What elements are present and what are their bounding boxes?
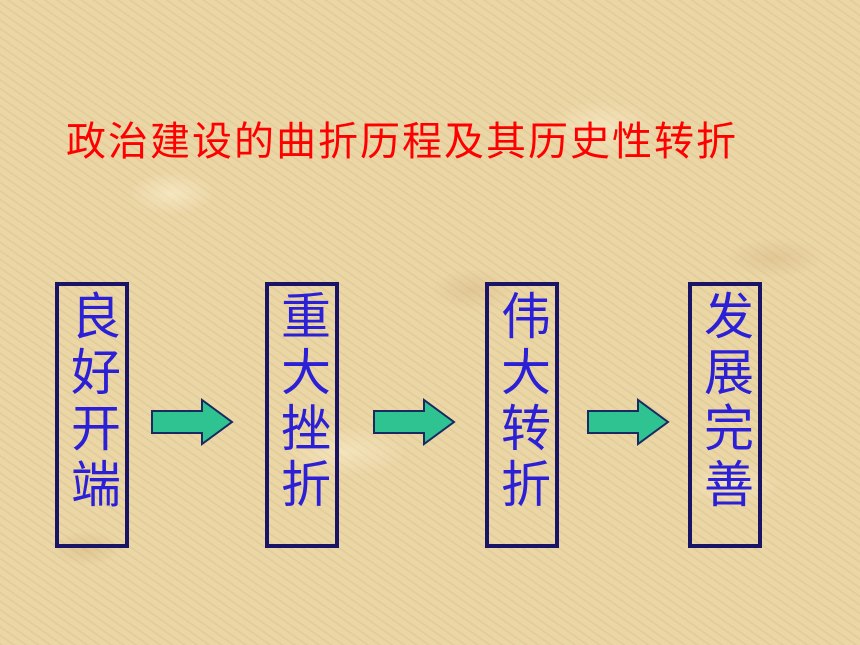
stage-box-good-start: 良好开端 [55, 282, 129, 548]
stage-label: 重大挫折 [273, 290, 331, 514]
right-arrow-icon [373, 398, 456, 446]
slide-title: 政治建设的曲折历程及其历史性转折 [66, 119, 738, 165]
right-arrow-icon [151, 398, 234, 446]
stage-label: 伟大转折 [493, 290, 551, 514]
stage-box-development: 发展完善 [688, 282, 762, 548]
stage-box-great-turning-point: 伟大转折 [485, 282, 559, 548]
right-arrow-icon [587, 398, 670, 446]
stage-label: 发展完善 [696, 290, 754, 514]
stage-label: 良好开端 [63, 290, 121, 514]
stage-box-major-setback: 重大挫折 [265, 282, 339, 548]
